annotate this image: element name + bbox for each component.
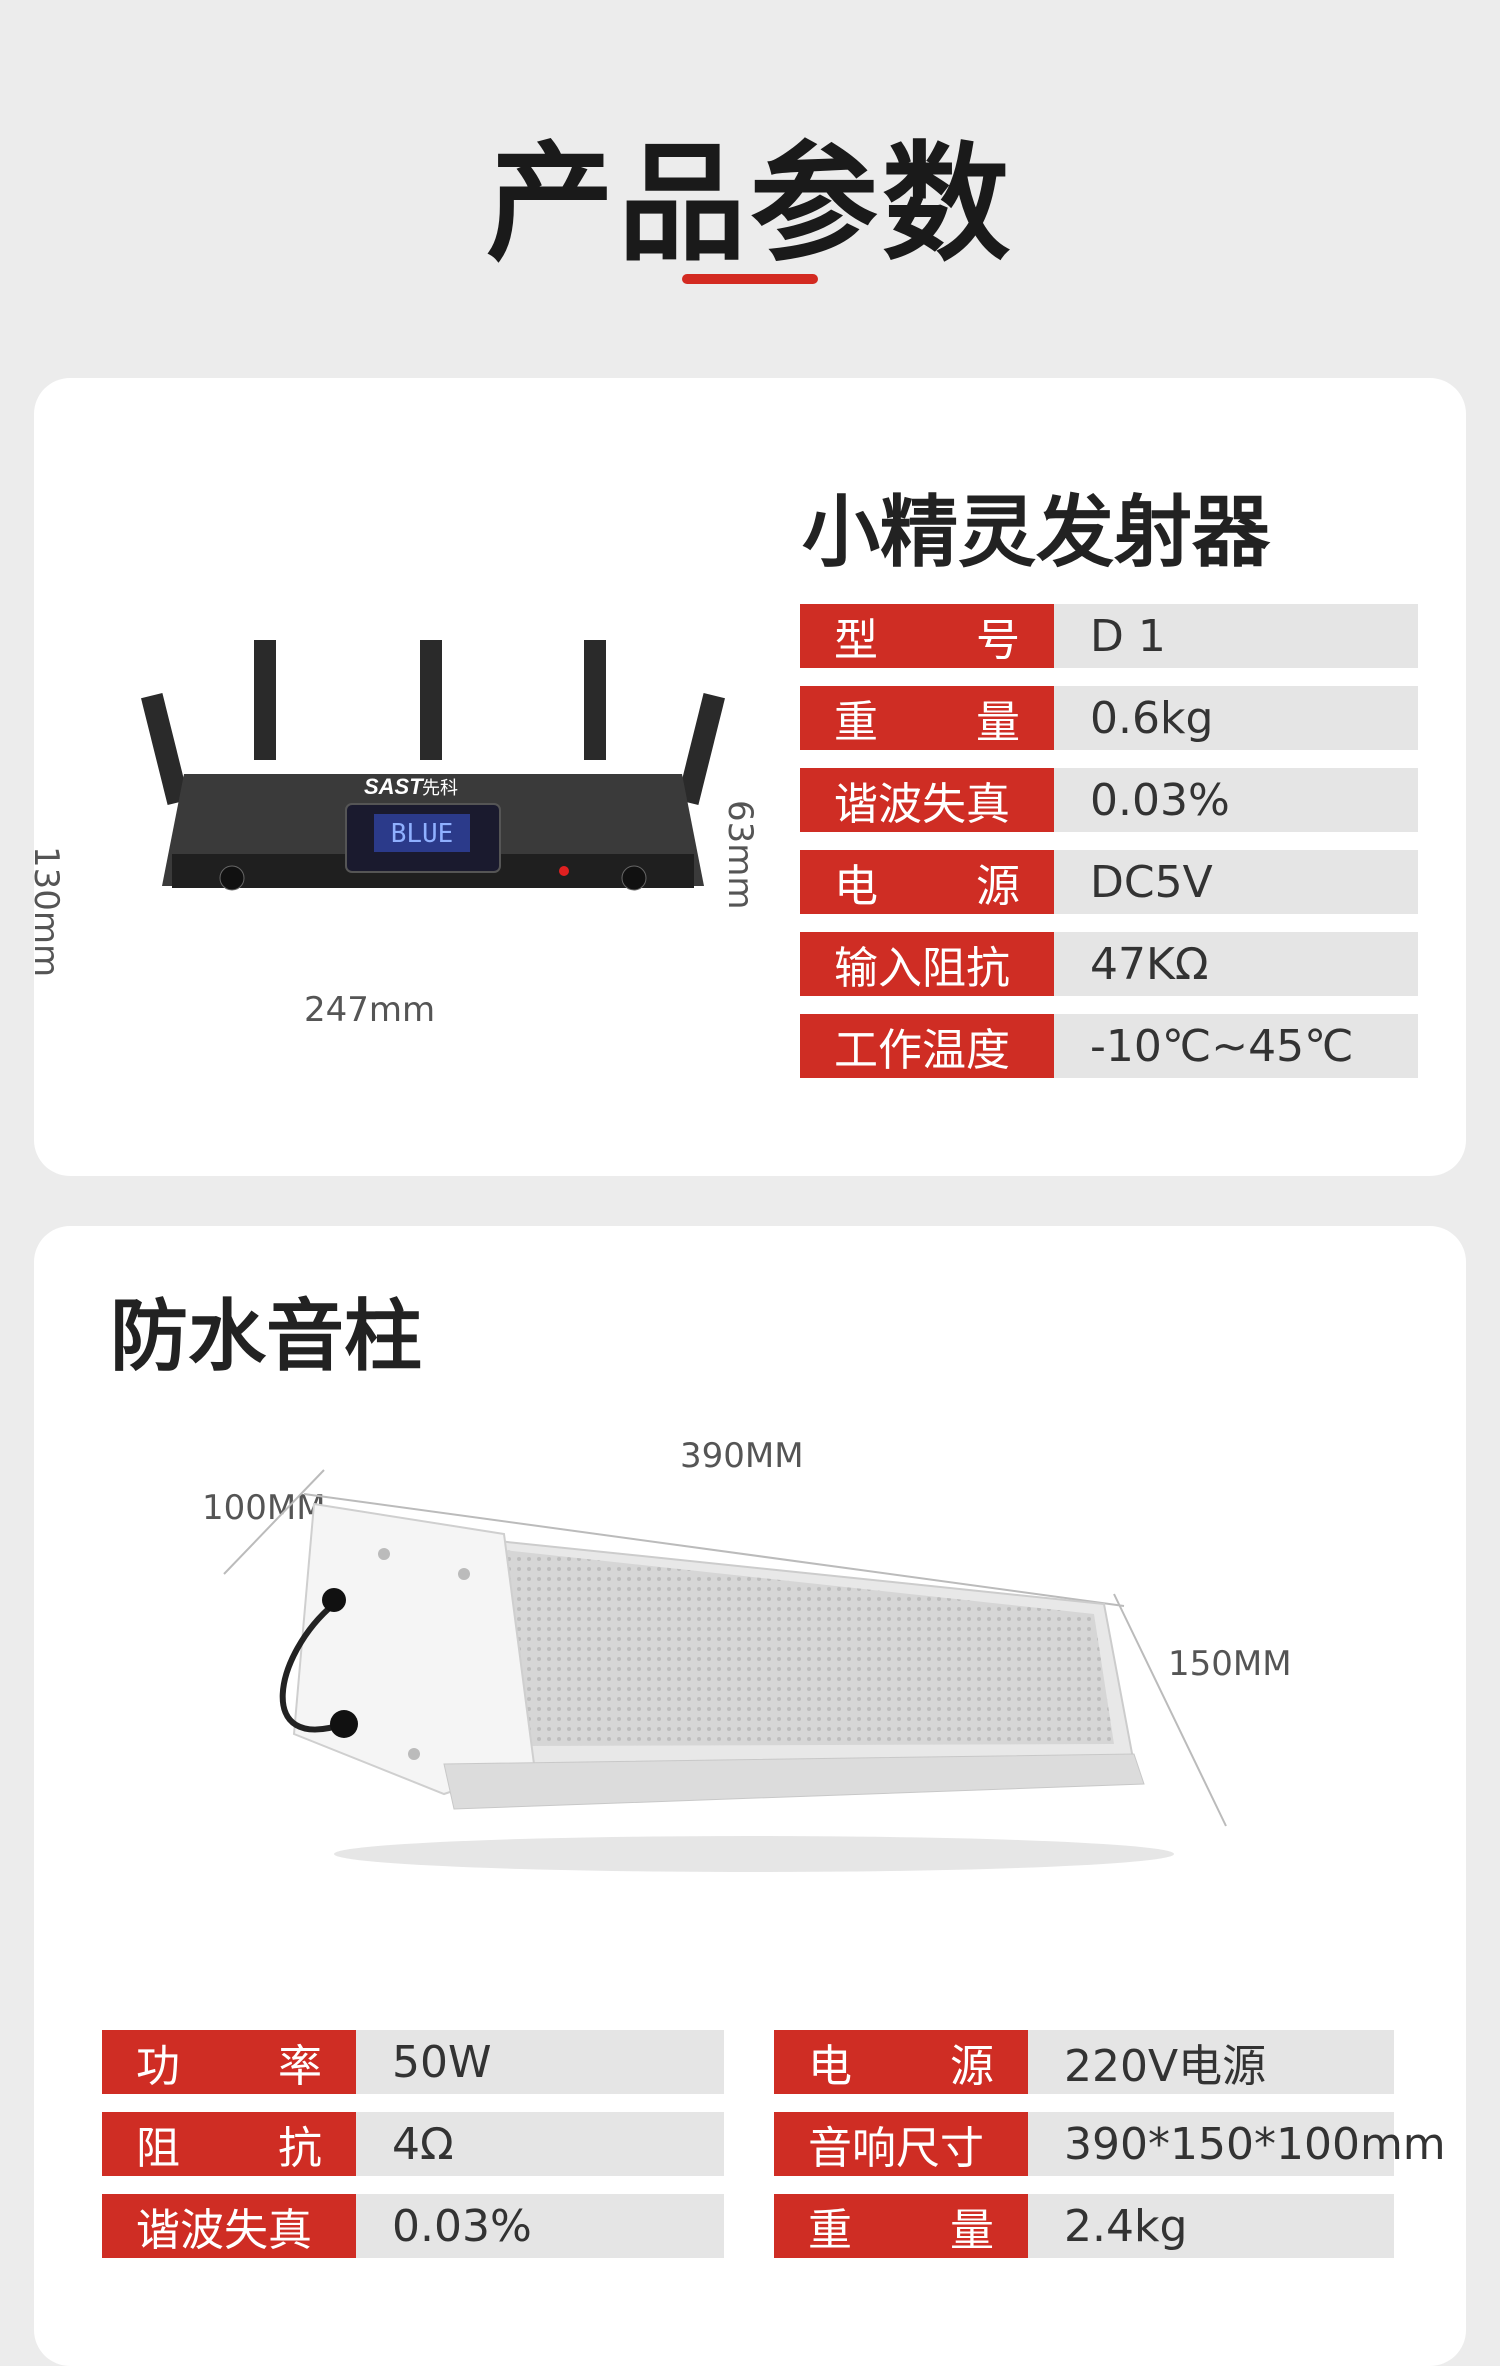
brand-logo: SAST bbox=[364, 774, 424, 799]
speaker-image bbox=[223, 1469, 1227, 1872]
spec-label-part: 抗 bbox=[278, 2123, 322, 2174]
spec-label-part: 源 bbox=[950, 2041, 994, 2092]
antenna bbox=[677, 692, 725, 806]
power-led bbox=[559, 866, 569, 876]
spec-label: 阻抗 bbox=[102, 2112, 356, 2176]
spec-label: 电源 bbox=[800, 850, 1054, 914]
spec-label: 重量 bbox=[774, 2194, 1028, 2258]
spec-label-part: 量 bbox=[950, 2205, 994, 2256]
title-underline bbox=[682, 274, 818, 284]
spec-label: 谐波失真 bbox=[102, 2194, 356, 2258]
antenna bbox=[141, 692, 189, 806]
spec-label: 电源 bbox=[774, 2030, 1028, 2094]
spec-value: 220V电源 bbox=[1028, 2030, 1394, 2094]
brand-cn: 先科 bbox=[422, 778, 458, 799]
spec-label: 重量 bbox=[800, 686, 1054, 750]
speaker-height-label: 150MM bbox=[1168, 1644, 1292, 1684]
transmitter-title: 小精灵发射器 bbox=[802, 488, 1271, 578]
spec-value: 390*150*100mm bbox=[1028, 2112, 1446, 2176]
spec-label-part: 号 bbox=[976, 615, 1020, 666]
spec-label: 工作温度 bbox=[800, 1014, 1054, 1078]
transmitter-image: BLUE SAST 先科 bbox=[141, 640, 725, 891]
spec-label-part: 阻 bbox=[136, 2123, 180, 2174]
spec-value: 4Ω bbox=[356, 2112, 724, 2176]
speaker-title: 防水音柱 bbox=[110, 1292, 423, 1382]
spec-value: 47KΩ bbox=[1054, 932, 1418, 996]
spec-label-part: 电 bbox=[834, 861, 878, 912]
spec-label: 型号 bbox=[800, 604, 1054, 668]
page-title: 产品参数 bbox=[485, 130, 1014, 279]
left-knob bbox=[219, 865, 245, 891]
transmitter-width-label: 247mm bbox=[304, 990, 436, 1030]
spec-label: 输入阻抗 bbox=[800, 932, 1054, 996]
spec-value: 0.6kg bbox=[1054, 686, 1418, 750]
right-knob bbox=[621, 865, 647, 891]
spec-label-part: 功 bbox=[136, 2041, 180, 2092]
spec-value: 50W bbox=[356, 2030, 724, 2094]
spec-label-part: 型 bbox=[834, 615, 878, 666]
spec-label-part: 重 bbox=[808, 2205, 852, 2256]
spec-label-part: 电 bbox=[808, 2041, 852, 2092]
spec-value: 0.03% bbox=[356, 2194, 724, 2258]
spec-value: 0.03% bbox=[1054, 768, 1418, 832]
transmitter-depth-label: 63mm bbox=[720, 800, 760, 910]
transmitter-height-label: 130mm bbox=[34, 846, 66, 978]
spec-row: 工作温度-10℃~45℃ bbox=[800, 1014, 1418, 1078]
speaker-length-label: 390MM bbox=[680, 1436, 804, 1476]
spec-label: 谐波失真 bbox=[800, 768, 1054, 832]
spec-label: 功率 bbox=[102, 2030, 356, 2094]
spec-value: DC5V bbox=[1054, 850, 1418, 914]
display-text: BLUE bbox=[391, 819, 454, 849]
spec-label-part: 率 bbox=[278, 2041, 322, 2092]
spec-label-part: 量 bbox=[976, 697, 1020, 748]
spec-value: 2.4kg bbox=[1028, 2194, 1394, 2258]
antenna bbox=[254, 640, 276, 760]
antenna bbox=[584, 640, 606, 760]
spec-value: D 1 bbox=[1054, 604, 1418, 668]
spec-label-part: 重 bbox=[834, 697, 878, 748]
spec-label-part: 源 bbox=[976, 861, 1020, 912]
spec-label: 音响尺寸 bbox=[774, 2112, 1028, 2176]
antenna bbox=[420, 640, 442, 760]
spec-value: -10℃~45℃ bbox=[1054, 1014, 1418, 1078]
